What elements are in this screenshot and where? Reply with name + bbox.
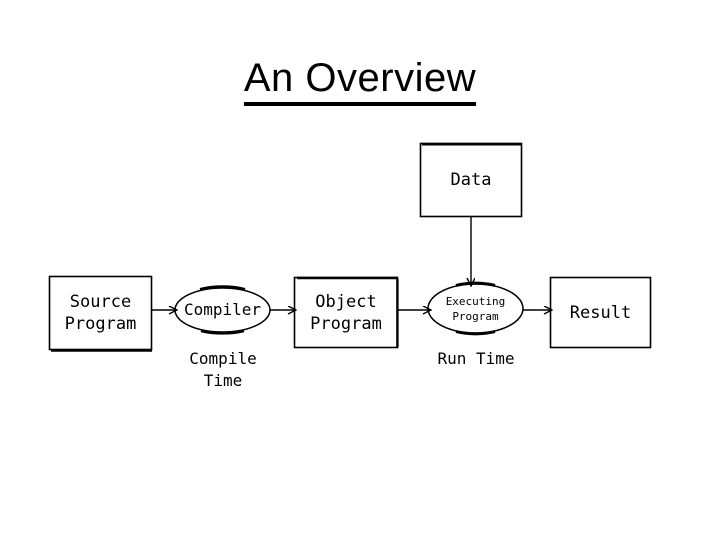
node-shape-executing-program <box>427 283 524 334</box>
page-title: An Overview <box>0 55 720 106</box>
node-shadow-executing-program-bottom <box>455 330 496 336</box>
node-shape-object-program <box>293 276 399 349</box>
node-shape-compiler <box>174 287 271 333</box>
node-shadow-compiler-bottom <box>200 329 245 335</box>
node-shadow-executing-program-top <box>455 281 496 287</box>
node-shape-source-program <box>48 275 153 351</box>
node-shadow-compiler <box>199 285 246 291</box>
node-shape-result <box>549 276 652 349</box>
page-title-text: An Overview <box>243 55 477 106</box>
node-shape-data <box>419 142 523 218</box>
